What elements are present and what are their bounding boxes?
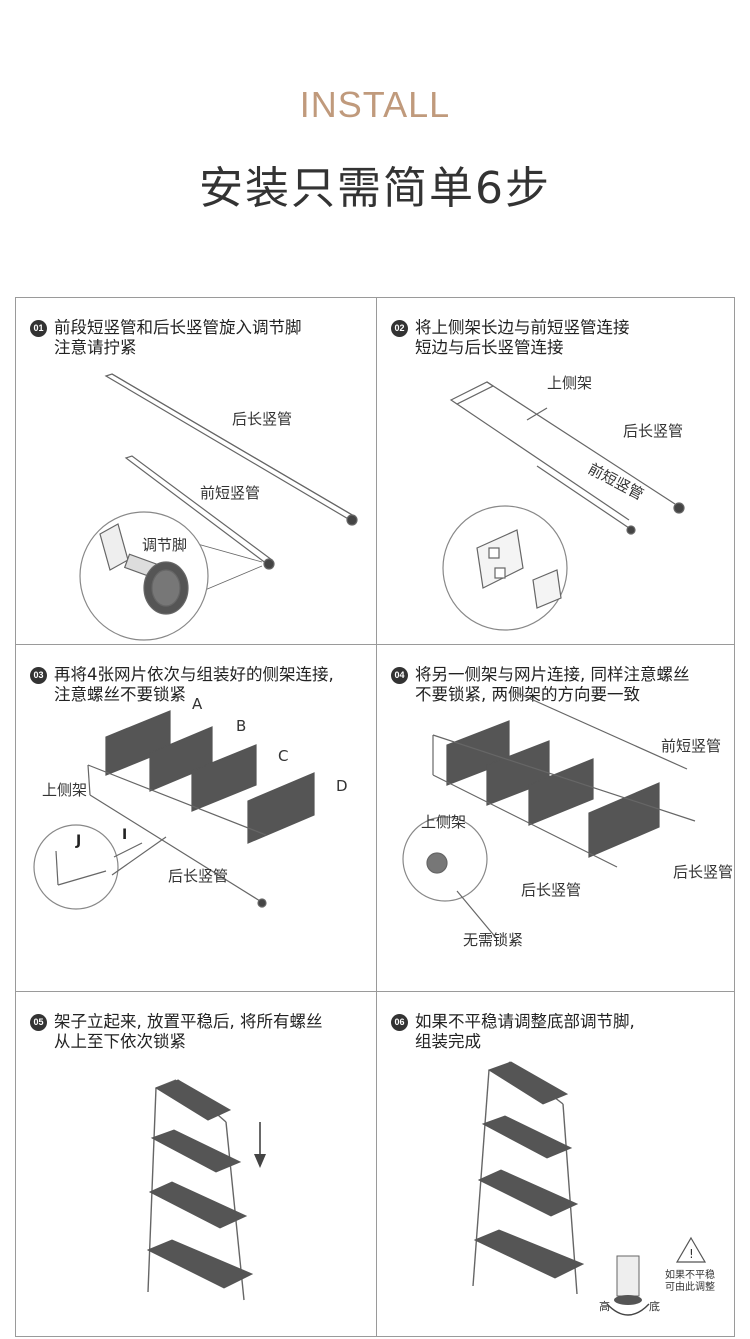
step-6-line1: 如果不平稳请调整底部调节脚, — [415, 1012, 635, 1031]
warning-triangle-icon — [675, 1236, 707, 1263]
steps-grid: 01 前段短竖管和后长竖管旋入调节脚 注意请拧紧 后长竖管 — [15, 297, 735, 1337]
step-2-line2: 短边与后长竖管连接 — [415, 338, 564, 357]
step-1-line2: 注意请拧紧 — [54, 338, 137, 357]
step-5-illustration — [146, 1079, 266, 1301]
label-short-tube: 前短竖管 — [661, 737, 721, 755]
step-1-line1: 前段短竖管和后长竖管旋入调节脚 — [54, 318, 302, 337]
step-1-number-badge: 01 — [30, 320, 47, 337]
step-6-panel: 06 如果不平稳请调整底部调节脚, 组装完成 高 底 — [377, 992, 736, 1338]
step-4-illustration: 前短竖管 上侧架 后长竖管 后长竖管 无需锁紧 — [402, 690, 733, 949]
install-subtitle: INSTALL — [299, 84, 451, 125]
label-long-tube: 后长竖管 — [168, 867, 228, 885]
step-3-panel: 03 再将4张网片依次与组装好的侧架连接, 注意螺丝不要锁紧 — [16, 645, 375, 991]
step-4-panel: 04 将另一侧架与网片连接, 同样注意螺丝 不要锁紧, 两侧架的方向要一致 — [377, 645, 736, 991]
warning-mark-icon: ! — [689, 1247, 694, 1261]
step-5-panel: 05 架子立起来, 放置平稳后, 将所有螺丝 从上至下依次锁紧 — [16, 992, 375, 1338]
label-long-tube: 后长竖管 — [623, 422, 683, 440]
step-3-number-badge: 03 — [30, 667, 47, 684]
label-top-frame: 上侧架 — [547, 374, 592, 392]
step-3-caption: 03 再将4张网片依次与组装好的侧架连接, 注意螺丝不要锁紧 — [30, 665, 370, 705]
step-1-illustration: 后长竖管 前短竖管 调节脚 — [79, 373, 358, 641]
step-2-number-badge: 02 — [391, 320, 408, 337]
grid-divider-row1 — [16, 644, 734, 645]
step-3-line2: 注意螺丝不要锁紧 — [54, 685, 186, 704]
label-low: 底 — [649, 1299, 660, 1313]
step-1-panel: 01 前段短竖管和后长竖管旋入调节脚 注意请拧紧 后长竖管 — [16, 298, 375, 644]
step-2-line1: 将上侧架长边与前短竖管连接 — [415, 318, 630, 337]
step-6-line2: 组装完成 — [415, 1032, 481, 1051]
label-a: A — [192, 695, 203, 713]
label-warn-1: 如果不平稳 — [665, 1268, 715, 1281]
label-c: C — [278, 747, 288, 765]
label-warn-2: 可由此调整 — [665, 1280, 715, 1293]
label-high: 高 — [599, 1299, 610, 1313]
label-foot: 调节脚 — [142, 536, 187, 554]
label-j: J — [75, 833, 81, 849]
step-4-number-badge: 04 — [391, 667, 408, 684]
label-i: I — [122, 827, 127, 843]
step-4-line1: 将另一侧架与网片连接, 同样注意螺丝 — [415, 665, 690, 684]
page-title: 安装只需简单6步 — [199, 163, 551, 214]
step-3-illustration: A B C D 上侧架 后长竖管 J I — [33, 695, 348, 910]
step-6-number-badge: 06 — [391, 1014, 408, 1031]
label-long-tube: 后长竖管 — [232, 410, 292, 428]
label-short-tube: 前短竖管 — [200, 484, 260, 502]
grid-divider-row2 — [16, 991, 734, 992]
step-2-illustration: 上侧架 后长竖管 前短竖管 — [442, 374, 685, 631]
step-4-caption: 04 将另一侧架与网片连接, 同样注意螺丝 不要锁紧, 两侧架的方向要一致 — [391, 665, 731, 705]
step-2-panel: 02 将上侧架长边与前短竖管连接 短边与后长竖管连接 上侧架 — [377, 298, 736, 644]
step-6-caption: 06 如果不平稳请调整底部调节脚, 组装完成 — [391, 1012, 731, 1052]
step-4-line2: 不要锁紧, 两侧架的方向要一致 — [415, 685, 640, 704]
step-5-caption: 05 架子立起来, 放置平稳后, 将所有螺丝 从上至下依次锁紧 — [30, 1012, 370, 1052]
label-d: D — [336, 777, 348, 795]
step-1-caption: 01 前段短竖管和后长竖管旋入调节脚 注意请拧紧 — [30, 318, 370, 358]
step-5-number-badge: 05 — [30, 1014, 47, 1031]
label-top-frame: 上侧架 — [421, 813, 466, 831]
step-3-line1: 再将4张网片依次与组装好的侧架连接, — [54, 665, 334, 684]
label-no-lock: 无需锁紧 — [463, 931, 523, 949]
label-long-tube-b: 后长竖管 — [673, 863, 733, 881]
step-6-illustration: 高 底 ! 如果不平稳 可由此调整 — [472, 1061, 715, 1316]
label-b: B — [236, 717, 246, 735]
label-top-frame: 上侧架 — [42, 781, 87, 799]
step-5-line1: 架子立起来, 放置平稳后, 将所有螺丝 — [54, 1012, 323, 1031]
step-5-line2: 从上至下依次锁紧 — [54, 1032, 186, 1051]
label-long-tube-a: 后长竖管 — [521, 881, 581, 899]
step-2-caption: 02 将上侧架长边与前短竖管连接 短边与后长竖管连接 — [391, 318, 731, 358]
grid-divider-vertical — [376, 298, 377, 1336]
